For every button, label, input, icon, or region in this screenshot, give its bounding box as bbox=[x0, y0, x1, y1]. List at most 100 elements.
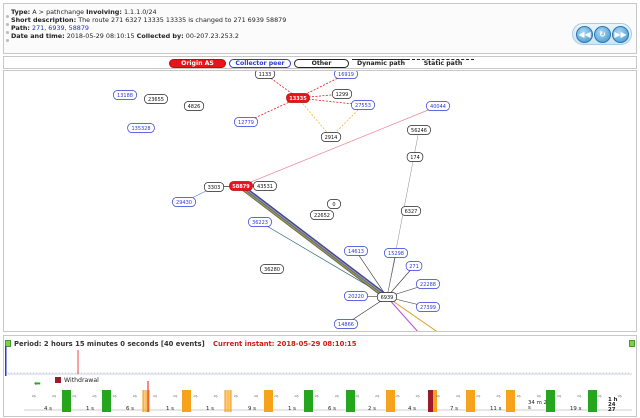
as-node-box[interactable] bbox=[351, 100, 375, 110]
as-node-0[interactable]: 0 bbox=[327, 199, 341, 209]
as-node-56246[interactable]: 56246 bbox=[407, 125, 431, 135]
as-node-box[interactable] bbox=[407, 125, 431, 135]
timeline-event-bar[interactable] bbox=[346, 390, 355, 412]
as-node-23655[interactable]: 23655 bbox=[144, 94, 168, 104]
as-node-box[interactable] bbox=[113, 90, 137, 100]
as-node-box[interactable] bbox=[183, 101, 205, 111]
as-node-box[interactable] bbox=[331, 89, 353, 99]
step-arrow-icon: ⇨ bbox=[113, 394, 117, 400]
as-node-box[interactable] bbox=[286, 93, 310, 103]
as-node-box[interactable] bbox=[253, 181, 277, 191]
as-node-box[interactable] bbox=[426, 101, 450, 111]
as-node-label: 1133 bbox=[259, 72, 272, 78]
timeline-event-bar[interactable] bbox=[102, 390, 111, 412]
timeline-end-handle[interactable] bbox=[629, 340, 635, 347]
as-node-13188[interactable]: 13188 bbox=[113, 90, 137, 100]
as-node-36280[interactable]: 36280 bbox=[260, 264, 284, 274]
as-node-6327[interactable]: 6327 bbox=[400, 206, 422, 216]
as-node-6939[interactable]: 6939 bbox=[376, 292, 398, 302]
previous-event-button[interactable]: ◀◀ bbox=[576, 26, 593, 43]
as-node-label: 3303 bbox=[208, 185, 221, 191]
as-node-box[interactable] bbox=[384, 248, 408, 258]
step-arrow-icon: ⇨ bbox=[32, 394, 36, 400]
timeline-event-bar[interactable] bbox=[304, 390, 313, 412]
as-node-box[interactable] bbox=[229, 181, 253, 191]
timeline-canvas[interactable]: ⇨⇨⇨⇨⇨⇨⇨⇨⇨⇨⇨⇨⇨⇨⇨⇨⇨⇨⇨⇨⇨⇨⇨⇨⇨⇨⇨⇨⇨⇨⬅ bbox=[4, 336, 636, 416]
timeline-event-bar[interactable] bbox=[182, 390, 191, 412]
as-node-box[interactable] bbox=[248, 217, 272, 227]
next-event-button[interactable]: ▶▶ bbox=[612, 26, 629, 43]
as-node-box[interactable] bbox=[172, 197, 196, 207]
timeline-event-bar[interactable] bbox=[588, 390, 597, 412]
as-node-27399[interactable]: 27399 bbox=[416, 302, 440, 312]
as-node-40044[interactable]: 40044 bbox=[426, 101, 450, 111]
as-node-box[interactable] bbox=[334, 319, 358, 329]
timeline-event-bar[interactable] bbox=[264, 390, 273, 412]
as-node-2914[interactable]: 2914 bbox=[320, 132, 342, 142]
timeline-event-bar[interactable] bbox=[466, 390, 475, 412]
playback-controls: ◀◀ ↻ ▶▶ bbox=[572, 23, 632, 45]
as-node-box[interactable] bbox=[416, 302, 440, 312]
as-node-27553[interactable]: 27553 bbox=[351, 100, 375, 110]
overview-selection-start[interactable] bbox=[5, 346, 7, 376]
as-node-22288[interactable]: 22288 bbox=[416, 279, 440, 289]
as-node-box[interactable] bbox=[344, 246, 368, 256]
as-node-box[interactable] bbox=[416, 279, 440, 289]
as-node-29430[interactable]: 29430 bbox=[172, 197, 196, 207]
as-node-box[interactable] bbox=[260, 264, 284, 274]
as-node-14613[interactable]: 14613 bbox=[344, 246, 368, 256]
as-node-135328[interactable]: 135328 bbox=[127, 123, 155, 133]
legend-dynamic-path: Dynamic path bbox=[352, 59, 410, 68]
timeline-event-bar[interactable] bbox=[506, 390, 515, 412]
as-node-box[interactable] bbox=[203, 182, 225, 192]
timeline-event-bar[interactable] bbox=[386, 390, 395, 412]
as-node-271[interactable]: 271 bbox=[405, 261, 423, 271]
as-node-43531[interactable]: 43531 bbox=[253, 181, 277, 191]
step-arrow-icon: ⇨ bbox=[375, 394, 379, 400]
as-node-1133[interactable]: 1133 bbox=[254, 71, 276, 79]
as-node-box[interactable] bbox=[405, 261, 423, 271]
as-node-box[interactable] bbox=[334, 71, 358, 79]
interval-label: 1 s bbox=[166, 406, 174, 412]
as-node-box[interactable] bbox=[234, 117, 258, 127]
replay-button[interactable]: ↻ bbox=[594, 26, 611, 43]
path-links[interactable]: 271, 6939, 58879 bbox=[32, 24, 89, 32]
step-arrow-icon: ⇨ bbox=[416, 394, 420, 400]
as-node-1299[interactable]: 1299 bbox=[331, 89, 353, 99]
as-node-58879[interactable]: 58879 bbox=[229, 181, 253, 191]
step-arrow-icon: ⇨ bbox=[456, 394, 460, 400]
as-node-box[interactable] bbox=[344, 291, 368, 301]
withdrawal-event-bar[interactable] bbox=[428, 390, 433, 412]
as-node-box[interactable] bbox=[406, 152, 424, 162]
as-node-box[interactable] bbox=[400, 206, 422, 216]
as-node-box[interactable] bbox=[376, 292, 398, 302]
timeline-event-bar[interactable] bbox=[62, 390, 71, 412]
current-instant: Current instant: 2018-05-29 08:10:15 bbox=[213, 340, 357, 348]
as-node-12779[interactable]: 12779 bbox=[234, 117, 258, 127]
as-node-20220[interactable]: 20220 bbox=[344, 291, 368, 301]
as-node-3303[interactable]: 3303 bbox=[203, 182, 225, 192]
as-node-174[interactable]: 174 bbox=[406, 152, 424, 162]
as-node-box[interactable] bbox=[127, 123, 155, 133]
timeline-event-bar[interactable] bbox=[546, 390, 555, 412]
as-node-box[interactable] bbox=[310, 210, 334, 220]
as-node-16919[interactable]: 16919 bbox=[334, 71, 358, 79]
datetime-value: 2018-05-29 08:10:15 bbox=[66, 32, 135, 40]
datetime-label: Date and time: bbox=[11, 32, 65, 40]
as-node-22652[interactable]: 22652 bbox=[310, 210, 334, 220]
as-node-13335[interactable]: 13335 bbox=[286, 93, 310, 103]
as-node-box[interactable] bbox=[254, 71, 276, 79]
as-node-15298[interactable]: 15298 bbox=[384, 248, 408, 258]
event-timeline[interactable]: Period: 2 hours 15 minutes 0 seconds [40… bbox=[3, 335, 637, 417]
as-node-box[interactable] bbox=[327, 199, 341, 209]
as-node-14866[interactable]: 14866 bbox=[334, 319, 358, 329]
as-node-4826[interactable]: 4826 bbox=[183, 101, 205, 111]
dynamic-path-bundle-edge bbox=[240, 185, 388, 298]
as-node-box[interactable] bbox=[320, 132, 342, 142]
timeline-start-handle[interactable] bbox=[5, 340, 11, 347]
as-node-box[interactable] bbox=[144, 94, 168, 104]
as-node-36223[interactable]: 36223 bbox=[248, 217, 272, 227]
